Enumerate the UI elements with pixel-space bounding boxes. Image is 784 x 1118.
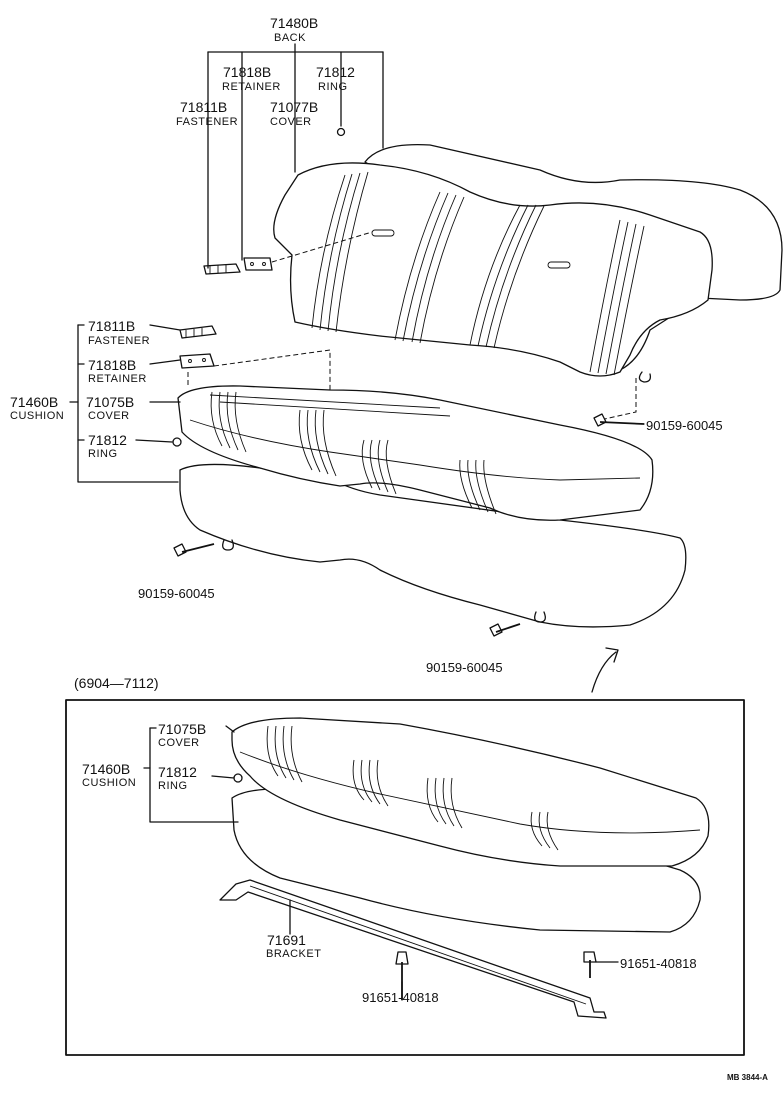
back-ring-name: RING: [318, 81, 348, 93]
back-retainer-number: 71818B: [223, 64, 271, 80]
inset-cover-name: COVER: [158, 737, 200, 749]
back-cover-number: 71077B: [270, 99, 318, 115]
back-cover-name: COVER: [270, 116, 312, 128]
cushion-retainer-name: RETAINER: [88, 373, 147, 385]
cushion-fastener-number: 71811B: [88, 318, 135, 334]
inset-bolt-bottom-label: 91651-40818: [362, 990, 439, 1005]
cushion-small-parts: [172, 325, 637, 447]
direction-arrow: [591, 647, 619, 693]
cushion-leaders: [69, 324, 645, 483]
inset-cover-number: 71075B: [158, 721, 206, 737]
bolt-right-label: 90159-60045: [646, 418, 723, 433]
cushion-retainer-number: 71818B: [88, 357, 136, 373]
part-labels: 71480B BACK 71818B RETAINER 71812 RING 7…: [10, 15, 768, 1082]
cushion-cover-name: COVER: [88, 410, 130, 422]
cushion-fastener-name: FASTENER: [88, 335, 150, 347]
cushion-name: CUSHION: [10, 410, 64, 422]
inset-bracket-name: BRACKET: [266, 948, 321, 960]
inset-leaders: [143, 725, 619, 1001]
cushion-number: 71460B: [10, 394, 58, 410]
cushion-ring-number: 71812: [88, 432, 127, 448]
back-ring-number: 71812: [316, 64, 355, 80]
seat-back-drawing: [273, 143, 783, 383]
inset-range: (6904—7112): [74, 675, 159, 691]
inset-frame: [65, 699, 745, 1056]
inset-bolt-right-label: 91651-40818: [620, 956, 697, 971]
back-number: 71480B: [270, 15, 318, 31]
bolt-left-label: 90159-60045: [138, 586, 215, 601]
back-fastener-name: FASTENER: [176, 116, 238, 128]
inset-ring-number: 71812: [158, 764, 197, 780]
cushion-cover-number: 71075B: [86, 394, 134, 410]
bolt-icons: [173, 413, 645, 637]
back-retainer-name: RETAINER: [222, 81, 281, 93]
inset-cushion-number: 71460B: [82, 761, 130, 777]
reference-code: MB 3844-A: [727, 1073, 768, 1082]
back-fastener-number: 71811B: [180, 99, 227, 115]
inset-drawing: [219, 717, 710, 1019]
cushion-drawing: [177, 385, 687, 628]
inset-bracket-number: 71691: [267, 932, 306, 948]
inset-ring-name: RING: [158, 780, 188, 792]
cushion-ring-name: RING: [88, 448, 118, 460]
back-name: BACK: [274, 32, 306, 44]
bolt-bottom-label: 90159-60045: [426, 660, 503, 675]
back-small-parts: [203, 127, 373, 275]
back-leaders: [207, 43, 384, 269]
inset-cushion-name: CUSHION: [82, 777, 136, 789]
